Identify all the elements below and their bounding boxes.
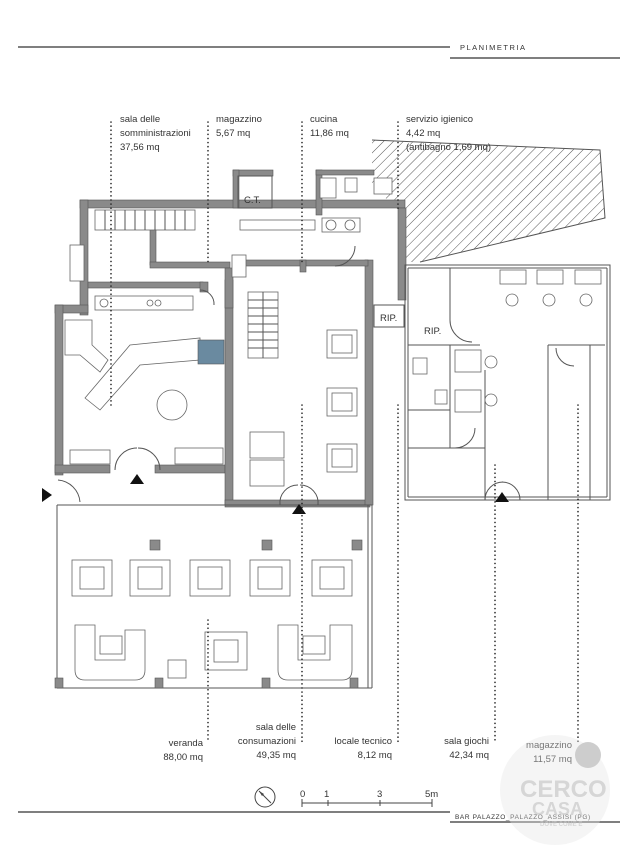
footer-caption: BAR PALAZZO_PALAZZO_ASSISI (PG) bbox=[455, 814, 591, 821]
watermark-logo-icon: CERCO CASA DOVE COME E bbox=[500, 735, 610, 845]
label-cucina-area: 11,86 mq bbox=[310, 128, 349, 139]
label-sala-consumazioni-l1: sala delle bbox=[256, 722, 296, 733]
top-room-labels: sala delle somministrazioni 37,56 mq mag… bbox=[120, 114, 491, 153]
veranda-outline bbox=[54, 504, 373, 689]
rip-label-2: RIP. bbox=[424, 326, 441, 337]
scale-bar: 0 1 3 5m bbox=[300, 789, 438, 807]
watermark-line1: CERCO bbox=[520, 776, 607, 803]
tables-inside bbox=[249, 329, 358, 487]
label-magazzino-top-area: 5,67 mq bbox=[216, 128, 250, 139]
leader-lines bbox=[110, 121, 579, 743]
label-sala-somministrazioni-l2: somministrazioni bbox=[120, 128, 191, 139]
label-veranda: veranda bbox=[169, 738, 204, 749]
label-locale-tecnico-area: 8,12 mq bbox=[358, 750, 392, 761]
watermark-line2: CASA bbox=[532, 799, 583, 819]
label-sala-somministrazioni-area: 37,56 mq bbox=[120, 142, 160, 153]
label-sala-giochi-area: 42,34 mq bbox=[449, 750, 489, 761]
stairs bbox=[94, 209, 279, 359]
label-servizio-igienico-area: 4,42 mq bbox=[406, 128, 440, 139]
label-sala-somministrazioni-l1: sala delle bbox=[120, 114, 160, 125]
label-magazzino-top: magazzino bbox=[216, 114, 262, 125]
label-magazzino-bottom: magazzino bbox=[526, 740, 572, 751]
label-sala-giochi: sala giochi bbox=[444, 736, 489, 747]
label-locale-tecnico: locale tecnico bbox=[334, 736, 392, 747]
scale-tick-0: 0 bbox=[300, 789, 305, 800]
doors bbox=[57, 245, 575, 506]
scale-tick-5: 5m bbox=[425, 789, 438, 800]
watermark-line3: DOVE COME E bbox=[540, 822, 582, 828]
page-title: PLANIMETRIA bbox=[460, 43, 527, 52]
compass-rose-icon bbox=[254, 786, 276, 808]
label-sala-consumazioni-l2: consumazioni bbox=[238, 736, 296, 747]
walls bbox=[54, 169, 407, 508]
hatched-area-outline bbox=[371, 139, 606, 263]
label-sala-consumazioni-area: 49,35 mq bbox=[256, 750, 296, 761]
hatched-area bbox=[372, 140, 605, 262]
label-magazzino-bottom-area: 11,57 mq bbox=[533, 754, 572, 765]
scale-tick-3: 3 bbox=[377, 789, 382, 800]
label-antibagno: (antibagno 1,69 mq) bbox=[406, 142, 491, 153]
game-room-fixtures bbox=[412, 269, 602, 413]
bottom-room-labels: veranda 88,00 mq sala delle consumazioni… bbox=[163, 722, 572, 765]
scale-tick-1: 1 bbox=[324, 789, 329, 800]
label-cucina: cucina bbox=[310, 114, 338, 125]
label-servizio-igienico: servizio igienico bbox=[406, 114, 473, 125]
ct-label: C.T. bbox=[244, 195, 261, 206]
label-veranda-area: 88,00 mq bbox=[163, 752, 203, 763]
rip-label-1: RIP. bbox=[380, 313, 397, 324]
right-wing-walls bbox=[373, 264, 611, 501]
tables-veranda bbox=[71, 559, 353, 681]
bar-counter bbox=[64, 177, 393, 465]
ct-room bbox=[237, 175, 273, 209]
